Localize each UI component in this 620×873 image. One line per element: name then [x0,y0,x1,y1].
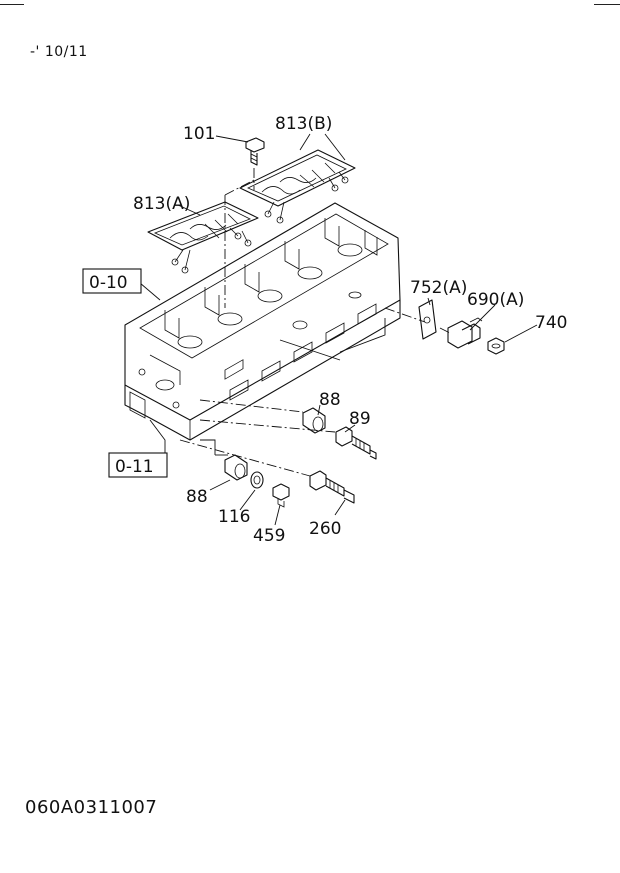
callout-813a: 813(A) [133,194,190,214]
phantom-line-260 [179,439,311,477]
corner-rule-right [594,4,620,5]
callout-116: 116 [218,507,250,527]
phantom-line-690a [439,327,451,334]
reference-box-0-11 [108,452,168,478]
nut-740 [487,337,505,355]
callout-88-lower: 88 [186,487,208,507]
sensor-260 [309,470,355,504]
callout-740: 740 [535,313,567,333]
illustration-code: 060A0311007 [25,797,158,818]
gasket-752a [418,299,437,340]
callout-89: 89 [349,409,371,429]
bolt-101 [245,137,265,166]
cylinder-head [124,202,401,441]
phantom-line-88-upper [199,399,304,413]
assembly-phantom-lines-top [224,168,255,308]
corner-rule-left [0,4,24,5]
revision-code: -' 10/11 [30,44,88,60]
sensor-89 [335,426,377,460]
callout-260: 260 [309,519,341,539]
gasket-813a [147,201,259,274]
gasket-813b [239,149,356,224]
callout-459: 459 [253,526,285,546]
callout-690a: 690(A) [467,290,524,310]
callout-101: 101 [183,124,215,144]
reference-0-10: 0-10 [89,273,128,293]
callout-813b: 813(B) [275,114,332,134]
phantom-line-89 [199,419,336,433]
callout-752a: 752(A) [410,278,467,298]
reference-0-11: 0-11 [115,457,154,477]
leader-752a-to-head [339,318,386,353]
sensor-690a [447,317,483,349]
washer-116 [250,471,264,489]
reference-box-0-10 [82,268,142,294]
callout-leaders [139,133,538,526]
bolt-459 [272,483,290,508]
callout-88-upper: 88 [319,390,341,410]
plug-88-upper [302,407,326,434]
phantom-line-752a [384,307,426,323]
leader-690a-to-head [279,339,341,361]
plug-88-lower [224,454,248,481]
leader-88-lower-to-head [200,439,216,455]
